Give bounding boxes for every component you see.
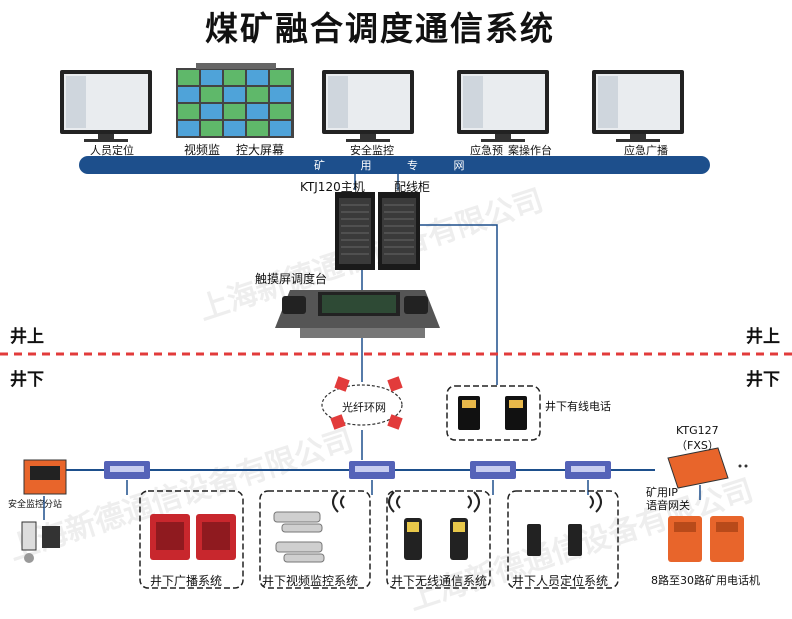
label-case-platform: 案操作台 [508,144,552,157]
ip-voice-gateway-icon [667,447,748,489]
broadcast-speaker-icon [150,514,236,560]
label-wired-phone: 井下有线电话 [545,400,611,413]
network-switch-icon [104,461,611,479]
video-wall-cell [178,70,199,85]
diagram-title: 煤矿融合调度通信系统 [205,9,555,48]
label-video-wall-left: 视频监 [184,143,221,157]
diagram-canvas: 煤矿融合调度通信系统 上海新德通信设备有限公司 上海新德通信设备有限公司 上海新… [0,9,792,618]
video-wall-cell [201,70,222,85]
video-wall-cell [247,70,268,85]
label-console: 触摸屏调度台 [255,272,328,286]
wired-phone-icon [458,396,527,430]
label-fiber-ring: 光纤环网 [342,401,386,414]
mine-network-bar [79,156,710,174]
camera-icon [273,511,325,563]
label-personnel-system: 井下人员定位系统 [512,574,609,588]
ktj120-host-icon [335,192,375,270]
label-above-right: 井上 [746,327,780,347]
fiber-ring-icon [321,376,403,430]
wired-phone-box [446,385,541,441]
video-wall-cell [178,104,199,119]
label-personnel: 人员定位 [90,144,134,157]
video-wall-cell [201,121,222,136]
diagram-graphics [0,63,792,589]
monitor-safety-icon [322,70,414,142]
label-broadcast-system: 井下广播系统 [150,574,223,588]
video-wall-cell [270,70,291,85]
personnel-box [507,490,619,589]
signal-wave-icon [332,491,602,513]
label-video-system: 井下视频监控系统 [262,574,359,588]
label-safety: 安全监控 [350,144,394,157]
video-wall-cell [247,87,268,102]
label-gateway-line2: 语音网关 [646,499,690,512]
video-wall-cell [270,104,291,119]
video-wall-cell [247,121,268,136]
video-box [259,490,371,589]
label-emergency-plan: 应急预 [470,144,503,157]
video-wall-cell [178,87,199,102]
label-gateway-model: KTG127 [676,424,719,437]
monitor-broadcast-icon [592,70,684,142]
label-video-wall-right: 控大屏幕 [236,143,285,157]
label-above-left: 井上 [10,327,44,347]
mine-network-label: 矿 用 专 网 [314,159,481,172]
video-wall-cell [224,121,245,136]
label-gateway-line1: 矿用IP [646,486,678,499]
monitor-personnel-icon [60,70,152,142]
video-wall-cell [224,104,245,119]
monitor-emergency-plan-icon [457,70,549,142]
wireless-box [386,490,491,589]
label-wireless-system: 井下无线通信系统 [391,574,488,588]
video-wall-cell [247,104,268,119]
label-safety-substation: 安全监控分站 [8,500,63,510]
label-below-left: 井下 [10,370,44,390]
label-gateway-fxs: （FXS） [676,439,719,452]
label-cabinet: 配线柜 [394,180,431,194]
touch-console-icon [275,290,440,338]
video-wall-cell [178,121,199,136]
label-host: KTJ120主机 [300,180,365,194]
mine-telephone-icon [668,516,744,562]
label-below-right: 井下 [746,370,780,390]
video-wall-cell [270,87,291,102]
video-wall-cell [201,87,222,102]
video-wall-cell [224,70,245,85]
safety-substation-icon [21,459,67,563]
video-wall-cell [201,104,222,119]
video-wall-cell [224,87,245,102]
video-wall-icon [176,63,294,138]
label-mine-phones: 8路至30路矿用电话机 [651,574,760,587]
wireless-phone-icon [404,518,468,560]
locator-icon [527,524,582,556]
label-emergency-broadcast: 应急广播 [624,144,668,157]
wiring-cabinet-icon [378,192,420,270]
video-wall-cell [270,121,291,136]
broadcast-box [139,490,244,589]
